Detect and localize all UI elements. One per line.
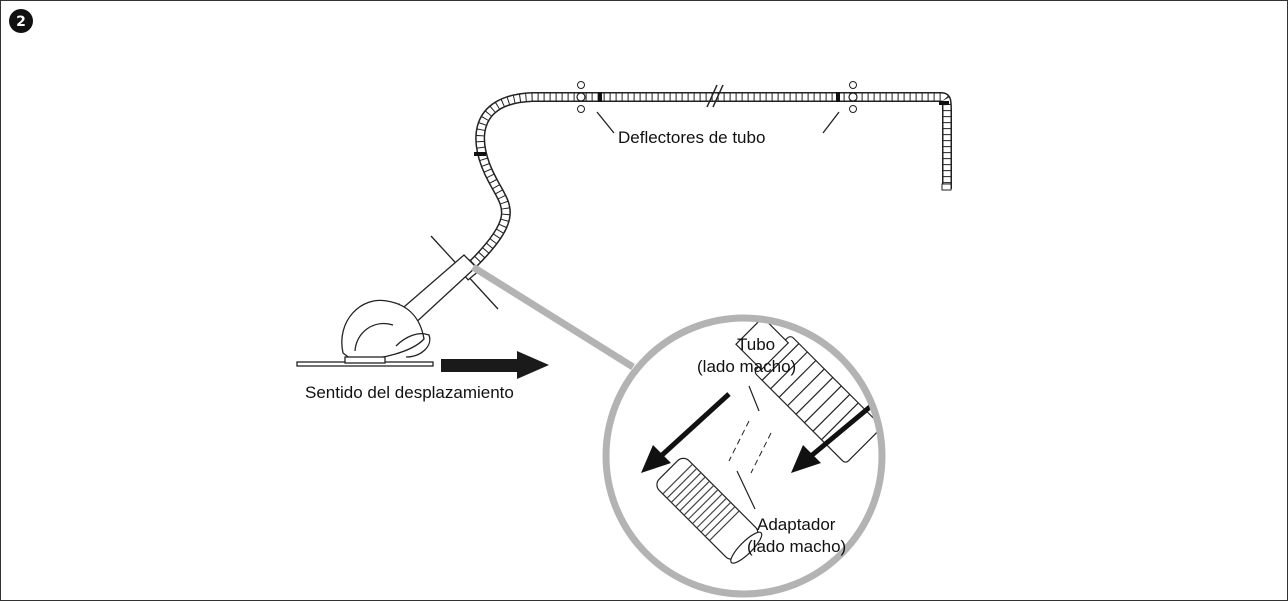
step-badge: 2	[9, 9, 33, 33]
zoom-detail: Tubo (lado macho) Adaptador (lado macho)	[602, 314, 886, 598]
hose-joint-4	[939, 101, 949, 105]
hose-fill	[470, 93, 951, 267]
adapter-label-line2: (lado macho)	[747, 537, 846, 556]
guide-line-2	[750, 432, 772, 474]
direction-arrow	[441, 351, 549, 379]
adapter-leader	[736, 470, 756, 510]
step-number: 2	[16, 14, 26, 30]
step-badge-circle	[9, 9, 33, 33]
hose-joint-3	[836, 92, 840, 102]
hose-male-end	[735, 318, 882, 463]
deflector-leader-right	[822, 111, 840, 134]
hose-end	[941, 183, 952, 191]
connect-arrow-left	[641, 392, 731, 473]
hose-joint-2	[598, 92, 602, 102]
pool-cleaner	[296, 235, 499, 367]
deflectors-label: Deflectores de tubo	[618, 128, 765, 147]
hose-outline	[469, 92, 952, 268]
break-mark-2	[712, 84, 724, 108]
adapter-label-line1: Adaptador	[757, 515, 836, 534]
hose-label-line2: (lado macho)	[697, 357, 796, 376]
adapter-male-end	[656, 457, 763, 564]
hose-leader	[748, 385, 760, 412]
hose-label-line1: Tubo	[737, 335, 775, 354]
hose-joint-1	[474, 152, 486, 156]
zoom-connector	[471, 264, 635, 370]
guide-line-1	[728, 420, 750, 462]
deflector-leader-left	[596, 111, 615, 134]
direction-label: Sentido del desplazamiento	[305, 383, 514, 402]
zoom-ring	[602, 314, 886, 598]
hose-deflector-right	[848, 81, 858, 113]
hose-segments	[469, 92, 952, 268]
break-mark-1	[706, 84, 718, 108]
hose	[469, 84, 952, 268]
hose-deflector-left	[576, 81, 586, 113]
